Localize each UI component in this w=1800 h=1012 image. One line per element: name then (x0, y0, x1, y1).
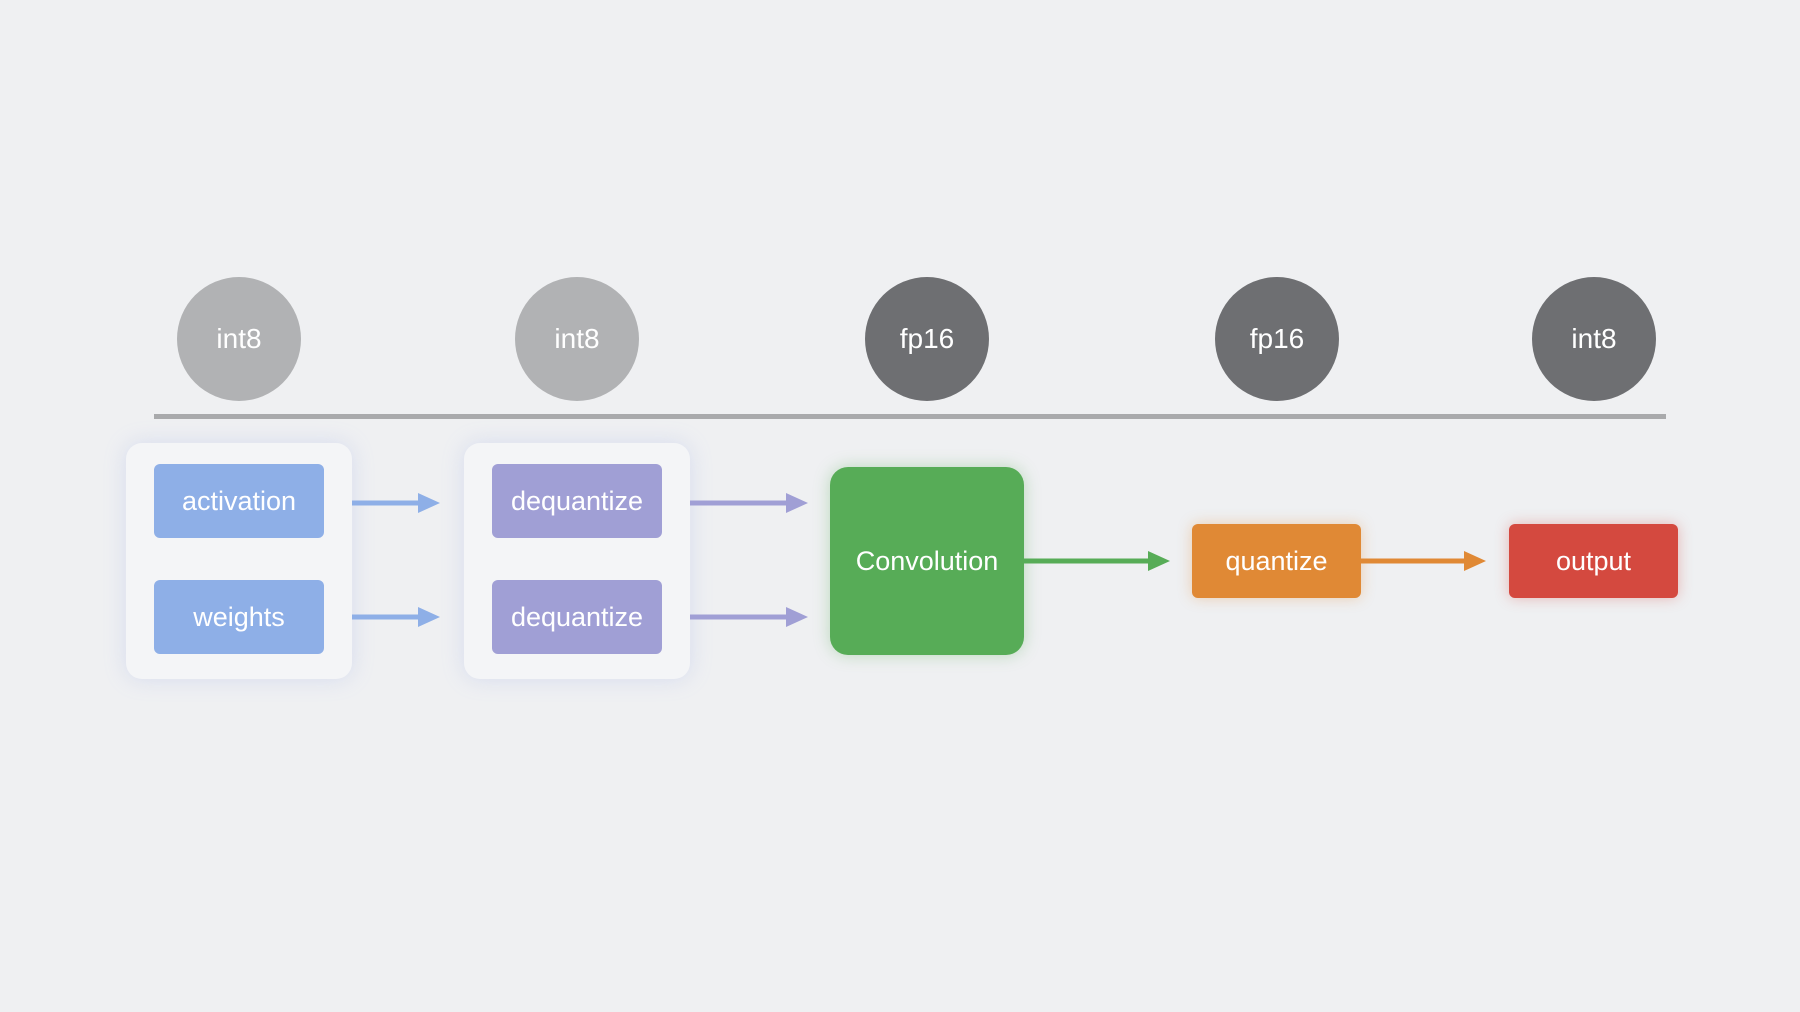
arrow-weights-to-dequantize (352, 607, 440, 627)
dequantize-label: dequantize (510, 485, 644, 516)
activation-box: activation (154, 464, 324, 538)
output-box: output (1509, 524, 1678, 598)
dequantize-bottom-box: dequantize (492, 580, 662, 654)
precision-circle-dequantize: int8 (515, 277, 639, 401)
output-label: output (1555, 545, 1632, 576)
dequantize-top-box: dequantize (492, 464, 662, 538)
precision-circle-convolution: fp16 (865, 277, 989, 401)
quantize-box: quantize (1192, 524, 1361, 598)
arrow-quantize-to-output (1361, 551, 1486, 571)
precision-circle-activation: int8 (177, 277, 301, 401)
precision-circle-quantize: fp16 (1215, 277, 1339, 401)
divider-line (154, 414, 1666, 419)
dequantize-label: dequantize (510, 601, 644, 632)
precision-label: fp16 (899, 323, 955, 354)
arrow-convolution-to-quantize (1024, 551, 1170, 571)
arrow-dequantize-bottom-to-convolution (690, 607, 808, 627)
convolution-box: Convolution (830, 467, 1024, 655)
weights-label: weights (193, 601, 285, 632)
precision-circle-output: int8 (1532, 277, 1656, 401)
precision-label: int8 (1571, 323, 1617, 354)
arrow-activation-to-dequantize (352, 493, 440, 513)
precision-label: fp16 (1249, 323, 1305, 354)
precision-label: int8 (554, 323, 600, 354)
weights-box: weights (154, 580, 324, 654)
precision-label: int8 (216, 323, 262, 354)
quantize-label: quantize (1225, 545, 1328, 576)
activation-label: activation (181, 485, 297, 516)
convolution-label: Convolution (855, 545, 999, 576)
arrow-dequantize-top-to-convolution (690, 493, 808, 513)
